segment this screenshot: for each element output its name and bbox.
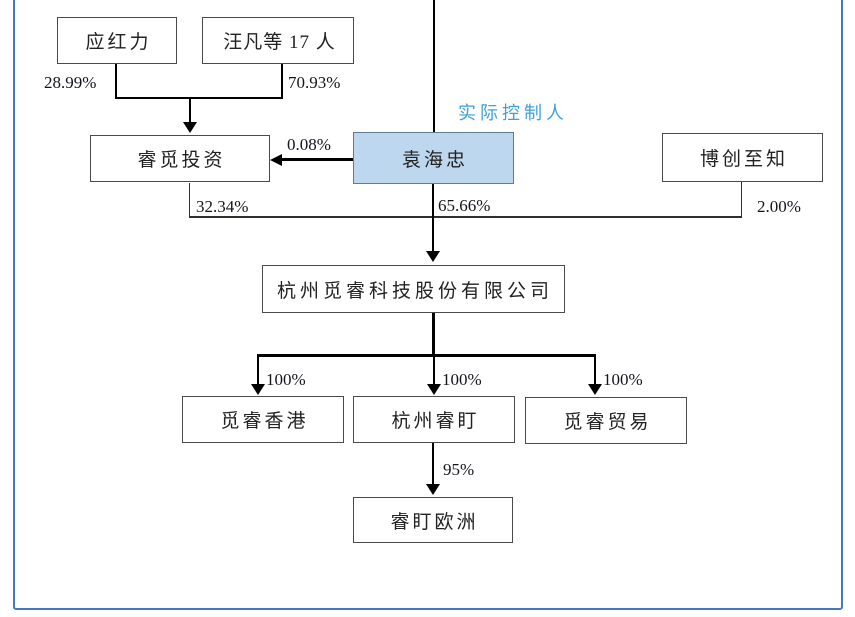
node-label: 博创至知 <box>699 149 788 170</box>
ownership-pct-ruiding-europe: 95% <box>443 460 475 479</box>
node-label: 应红力 <box>85 32 152 53</box>
ownership-pct-yuan-ruimi: 0.08% <box>287 135 331 154</box>
node-label: 睿觅投资 <box>137 150 226 171</box>
node-label: 睿盯欧洲 <box>390 511 479 533</box>
node-label: 杭州觅睿科技股份有限公司 <box>276 280 553 302</box>
node-label: 汪凡等 17 人 <box>223 32 336 53</box>
connector-join-to-ruimi <box>189 97 191 123</box>
connector-yuan-to-ruimi <box>280 158 353 161</box>
arrowhead-into-company-icon <box>426 251 440 262</box>
connector-to-hongkong <box>257 355 259 385</box>
connector-wangfan-down <box>281 63 283 99</box>
node-mirui-hongkong: 觅睿香港 <box>182 396 344 443</box>
arrowhead-into-ruimi-icon <box>183 122 197 133</box>
node-company: 杭州觅睿科技股份有限公司 <box>262 265 565 313</box>
node-ruimi-investment: 睿觅投资 <box>90 135 270 182</box>
connector-to-ruiding <box>433 355 435 385</box>
connector-to-trading <box>594 355 596 385</box>
arrowhead-into-ruiding-icon <box>427 384 441 395</box>
connector-subsidiaries-spread <box>257 354 596 357</box>
arrowhead-into-europe-icon <box>426 484 440 495</box>
ownership-pct-company-trading: 100% <box>603 370 643 389</box>
ownership-pct-yinghongli: 28.99% <box>44 73 97 92</box>
node-hangzhou-ruiding: 杭州睿盯 <box>353 396 515 443</box>
connector-bochuang-down <box>741 182 742 217</box>
node-ruiding-europe: 睿盯欧洲 <box>353 497 513 543</box>
node-label: 觅睿香港 <box>220 411 309 432</box>
node-yuanhaizhong: 袁海忠 <box>353 132 514 184</box>
node-mirui-trading: 觅睿贸易 <box>525 397 687 444</box>
connector-company-down <box>432 312 435 356</box>
arrowhead-into-ruimi-left-icon <box>270 154 282 166</box>
node-yinghongli: 应红力 <box>57 17 177 64</box>
ownership-pct-ruimi-company: 32.34% <box>196 197 249 216</box>
arrowhead-into-hongkong-icon <box>251 384 265 395</box>
node-label: 袁海忠 <box>401 149 468 171</box>
connector-ruimi-down <box>189 183 190 217</box>
connector-top-into-yuanhaizhong <box>433 0 435 133</box>
ownership-pct-bochuang-company: 2.00% <box>757 197 801 216</box>
actual-controller-label: 实际控制人 <box>458 103 568 123</box>
connector-ruiding-to-europe <box>432 443 434 485</box>
connector-yuan-to-company <box>432 184 434 252</box>
diagram-frame <box>13 0 843 610</box>
connector-yinghongli-down <box>115 63 117 99</box>
connector-holders-join <box>189 216 742 218</box>
connector-shareholders-join <box>115 97 283 99</box>
node-wangfan-group: 汪凡等 17 人 <box>202 17 354 64</box>
ownership-pct-yuan-company: 65.66% <box>438 196 491 215</box>
node-label: 觅睿贸易 <box>563 412 652 433</box>
arrowhead-into-trading-icon <box>588 384 602 395</box>
node-label: 杭州睿盯 <box>391 411 480 432</box>
ownership-pct-wangfan: 70.93% <box>288 73 341 92</box>
node-bochuangzhizhi: 博创至知 <box>662 133 823 182</box>
ownership-pct-company-ruiding: 100% <box>442 370 482 389</box>
ownership-pct-company-hongkong: 100% <box>266 370 306 389</box>
